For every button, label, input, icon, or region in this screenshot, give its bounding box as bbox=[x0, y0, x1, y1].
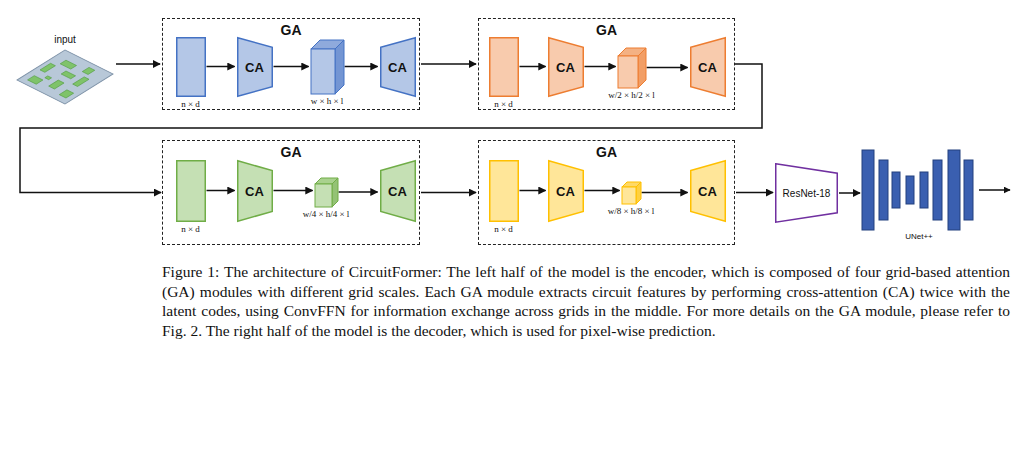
dimension-label: w/2 × h/2 × l bbox=[608, 90, 655, 100]
block-label: ResNet-18 bbox=[783, 188, 831, 199]
grid-feature: w × h × l bbox=[311, 40, 344, 94]
flow-arrow bbox=[345, 66, 378, 68]
flow-arrow bbox=[839, 192, 860, 194]
block-label: CA bbox=[388, 183, 407, 198]
block-label: CA bbox=[556, 183, 575, 198]
dimension-label: n × d bbox=[494, 224, 513, 234]
block-label: CA bbox=[698, 59, 717, 74]
cross-attention: CA bbox=[380, 37, 416, 97]
grid-feature-shape bbox=[618, 48, 646, 88]
cross-attention: CA bbox=[690, 37, 726, 97]
input-figure-shape bbox=[15, 48, 115, 108]
ga-module: GA n × d CA w/2 × h/2 × l CA bbox=[478, 18, 735, 110]
cross-attention: CA bbox=[237, 37, 273, 97]
output-arrow bbox=[979, 189, 1010, 191]
dimension-label: n × d bbox=[181, 224, 200, 234]
block-label: CA bbox=[556, 59, 575, 74]
flow-arrow bbox=[421, 63, 476, 65]
latent-block: n × d bbox=[176, 37, 206, 97]
flow-arrow bbox=[647, 67, 688, 69]
flow-arrow bbox=[421, 192, 476, 194]
block-label: CA bbox=[245, 183, 264, 198]
grid-feature: w/4 × h/4 × l bbox=[315, 178, 338, 207]
ga-module: GA n × d CA w × h × l CA bbox=[162, 18, 420, 110]
latent-block: n × d bbox=[489, 37, 519, 97]
module-title: GA bbox=[596, 22, 617, 38]
dimension-label: w/4 × h/4 × l bbox=[303, 209, 350, 219]
latent-block-shape bbox=[176, 37, 206, 97]
flow-arrow bbox=[274, 66, 309, 68]
flow-arrow bbox=[207, 190, 235, 192]
unet-decoder: UNet++ bbox=[862, 150, 976, 230]
flow-arrow bbox=[274, 190, 313, 192]
dimension-label: n × d bbox=[181, 99, 200, 109]
module-title: GA bbox=[596, 144, 617, 160]
latent-block-shape bbox=[489, 37, 519, 97]
grid-feature-shape bbox=[315, 178, 338, 207]
flow-arrow bbox=[520, 66, 546, 68]
block-label: CA bbox=[388, 59, 407, 74]
flow-arrow bbox=[736, 192, 773, 194]
cross-attention: CA bbox=[548, 160, 584, 222]
cross-attention: CA bbox=[380, 160, 416, 222]
cross-attention: CA bbox=[548, 37, 584, 97]
grid-feature: w/2 × h/2 × l bbox=[618, 48, 646, 88]
grid-feature-shape bbox=[622, 182, 641, 204]
cross-attention: CA bbox=[690, 160, 726, 222]
flow-arrow bbox=[520, 190, 546, 192]
module-title: GA bbox=[281, 22, 302, 38]
latent-block-shape bbox=[176, 160, 206, 222]
dimension-label: w/8 × h/8 × l bbox=[608, 206, 655, 216]
grid-feature: w/8 × h/8 × l bbox=[622, 182, 641, 204]
ga-module: GA n × d CA w/8 × h/8 × l CA bbox=[478, 140, 735, 245]
figure-caption: Figure 1: The architecture of CircuitFor… bbox=[162, 262, 1010, 340]
dimension-label: input bbox=[54, 34, 76, 45]
flow-arrow bbox=[585, 190, 620, 192]
block-label: CA bbox=[698, 183, 717, 198]
flow-arrow bbox=[207, 66, 235, 68]
latent-block: n × d bbox=[489, 160, 519, 222]
resnet-block: ResNet-18 bbox=[775, 163, 838, 223]
block-label: CA bbox=[245, 59, 264, 74]
grid-feature-shape bbox=[311, 40, 344, 94]
unet-decoder-shape bbox=[862, 150, 976, 230]
cross-attention: CA bbox=[237, 160, 273, 222]
flow-arrow bbox=[642, 192, 688, 194]
input-figure: input bbox=[15, 48, 115, 108]
flow-arrow bbox=[585, 66, 616, 68]
latent-block: n × d bbox=[176, 160, 206, 222]
dimension-label: w × h × l bbox=[311, 96, 344, 106]
flow-arrow bbox=[339, 191, 378, 193]
dimension-label: n × d bbox=[494, 99, 513, 109]
latent-block-shape bbox=[489, 160, 519, 222]
module-title: GA bbox=[281, 144, 302, 160]
ga-module: GA n × d CA w/4 × h/4 × l CA bbox=[162, 140, 420, 245]
flow-arrow bbox=[116, 63, 160, 65]
dimension-label: UNet++ bbox=[905, 232, 933, 241]
